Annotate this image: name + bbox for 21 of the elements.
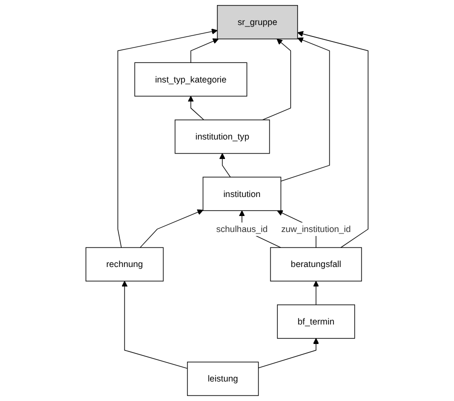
edge-label: zuw_institution_id xyxy=(281,224,351,234)
node-box: beratungsfall xyxy=(270,247,362,282)
arrow xyxy=(140,209,204,248)
node-box: institution_typ xyxy=(174,120,270,154)
edge-label: schulhaus_id xyxy=(216,224,268,234)
node-box: sr_gruppe xyxy=(216,5,298,40)
arrow xyxy=(258,338,319,368)
arrow xyxy=(280,37,330,182)
arrow xyxy=(190,38,219,63)
arrow xyxy=(262,38,292,120)
node-box: rechnung xyxy=(86,247,164,282)
node-box: institution xyxy=(202,176,282,211)
arrow xyxy=(219,153,231,178)
arrow xyxy=(188,96,204,120)
node-box: bf_termin xyxy=(277,304,356,339)
arrow xyxy=(117,28,218,248)
arrow xyxy=(297,31,368,248)
arrow xyxy=(122,280,188,369)
node-box: inst_typ_kategorie xyxy=(134,62,248,97)
arrow xyxy=(313,280,319,306)
node-box: leistung xyxy=(187,362,259,396)
